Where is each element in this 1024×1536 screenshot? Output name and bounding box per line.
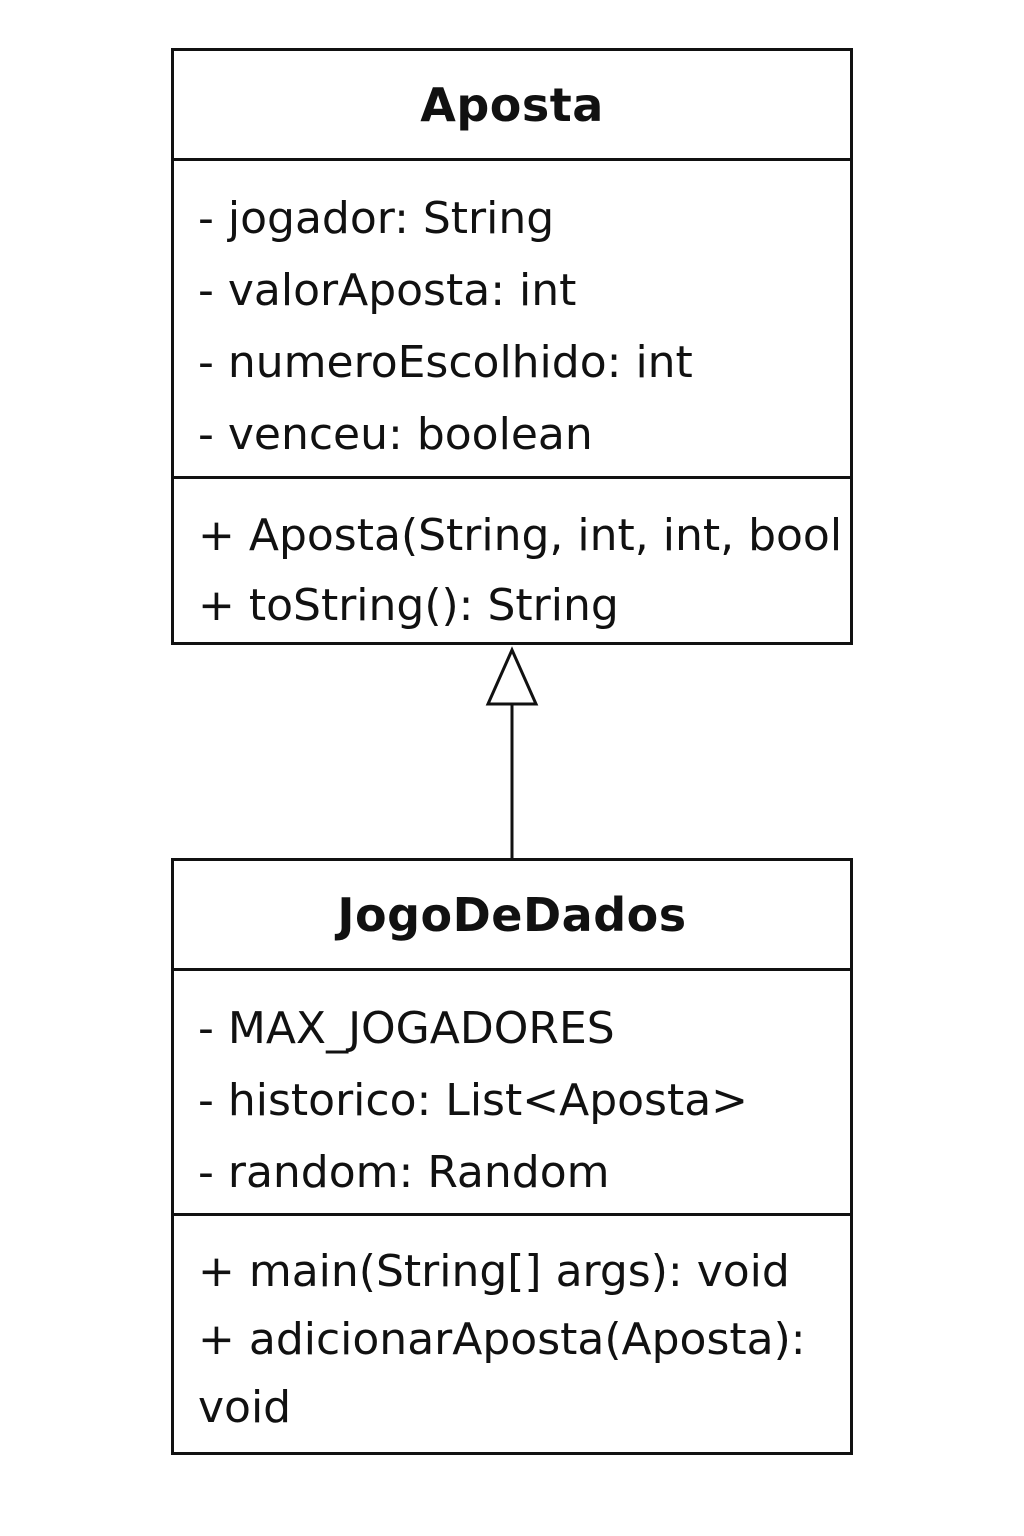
operations-compartment-jogo-de-dados: + main(String[] args): void + adicionarA… [174, 1216, 850, 1452]
class-name-aposta: Aposta [174, 51, 850, 161]
operation-adicionar-aposta-return: void [198, 1382, 292, 1433]
operations-compartment-aposta: + Aposta(String, int, int, bool + toStri… [174, 479, 850, 642]
attribute-venceu: - venceu: boolean [198, 409, 593, 460]
attribute-historico: - historico: List<Aposta> [198, 1075, 749, 1126]
operation-adicionar-aposta: + adicionarAposta(Aposta): [198, 1314, 806, 1365]
generalization-arrowhead-icon [485, 646, 539, 706]
operation-to-string: + toString(): String [198, 580, 619, 631]
attribute-jogador: - jogador: String [198, 193, 555, 244]
attributes-compartment-jogo-de-dados: - MAX_JOGADORES - historico: List<Aposta… [174, 971, 850, 1216]
operation-constructor-aposta: + Aposta(String, int, int, bool [198, 510, 843, 561]
class-box-aposta[interactable]: Aposta - jogador: String - valorAposta: … [171, 48, 853, 645]
attribute-random: - random: Random [198, 1147, 610, 1198]
attribute-numero-escolhido: - numeroEscolhido: int [198, 337, 693, 388]
class-name-jogo-de-dados: JogoDeDados [174, 861, 850, 971]
attribute-max-jogadores: - MAX_JOGADORES [198, 1003, 615, 1054]
operation-main: + main(String[] args): void [198, 1246, 790, 1297]
attribute-valor-aposta: - valorAposta: int [198, 265, 577, 316]
class-box-jogo-de-dados[interactable]: JogoDeDados - MAX_JOGADORES - historico:… [171, 858, 853, 1455]
attributes-compartment-aposta: - jogador: String - valorAposta: int - n… [174, 161, 850, 479]
